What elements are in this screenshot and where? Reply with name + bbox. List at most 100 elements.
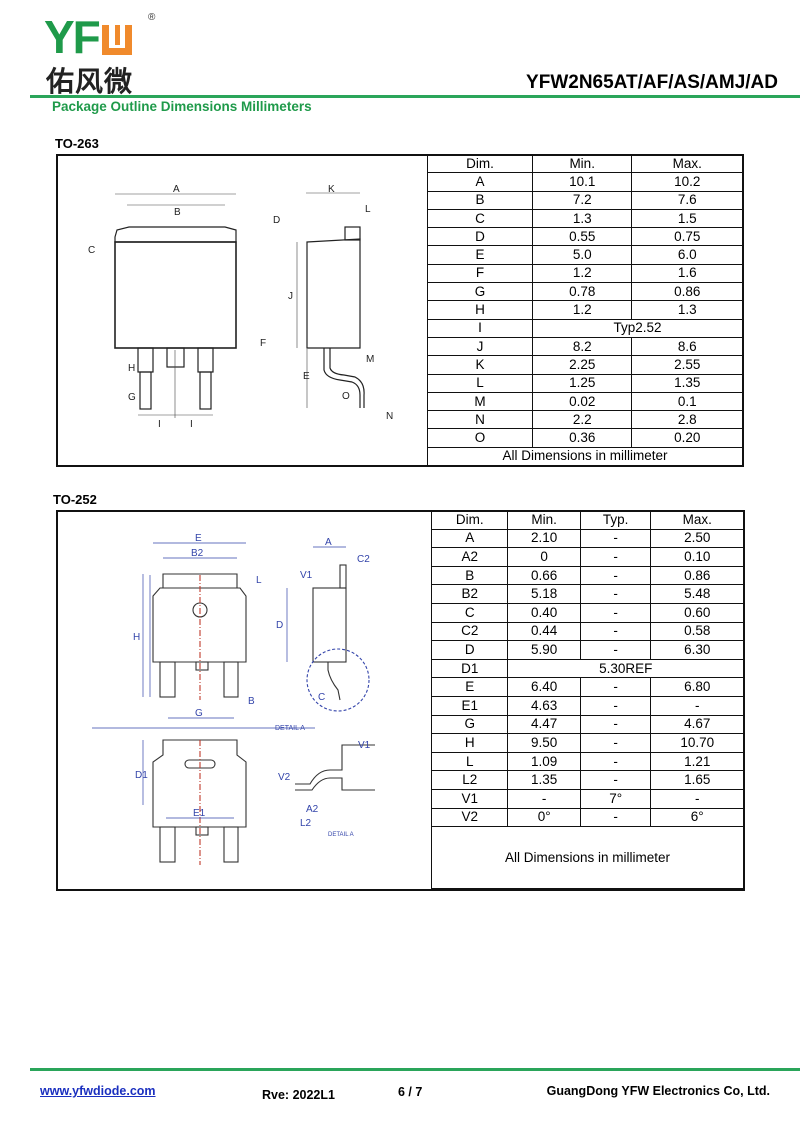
label-E: E: [303, 371, 310, 382]
value-cell: 1.35: [507, 770, 581, 790]
label-detail-a-2: DETAIL A: [328, 832, 354, 838]
value-cell: 6.30: [650, 640, 744, 660]
value-cell: 10.70: [650, 733, 744, 753]
table-footnote-row: All Dimensions in millimeter: [431, 826, 744, 890]
label-N: N: [386, 411, 393, 422]
label-F: F: [260, 338, 266, 349]
value-cell: 0.40: [507, 602, 581, 623]
label-A2: A2: [306, 804, 319, 815]
header-divider: [30, 95, 800, 98]
label-K: K: [328, 184, 335, 195]
column-header: Min.: [507, 510, 581, 530]
label-D: D: [273, 215, 280, 226]
label-L2: L2: [300, 818, 312, 829]
to252-bottom-view: [152, 739, 247, 865]
to263-dimension-labels: A B C D F H G I I K L J E M O N: [88, 184, 393, 430]
company-logo: YF ®: [44, 10, 155, 64]
website-link[interactable]: www.yfwdiode.com: [40, 1084, 156, 1098]
value-cell: 7°: [579, 788, 652, 809]
label-V1-detail: V1: [358, 740, 371, 751]
label-L: L: [256, 575, 262, 586]
company-name: GuangDong YFW Electronics Co, Ltd.: [546, 1084, 770, 1098]
page-subtitle: Package Outline Dimensions Millimeters: [52, 99, 312, 114]
value-cell: 7.6: [631, 190, 743, 210]
label-B2: B2: [191, 548, 204, 559]
label-V1-side: V1: [300, 570, 313, 581]
value-cell: 1.21: [650, 751, 744, 772]
label-O: O: [342, 391, 350, 402]
value-cell: 8.6: [631, 336, 743, 357]
value-cell: 0.58: [650, 621, 744, 642]
footnote: All Dimensions in millimeter: [427, 446, 743, 467]
label-C: C: [318, 692, 325, 703]
label-B: B: [174, 207, 181, 218]
to263-box: [56, 154, 744, 467]
to252-title: TO-252: [53, 492, 97, 507]
dim-cell: V2: [430, 807, 509, 828]
part-number: YFW2N65AT/AF/AS/AMJ/AD: [526, 72, 778, 93]
column-header: Min.: [531, 153, 633, 174]
registered-mark: ®: [148, 12, 156, 23]
label-M: M: [366, 354, 374, 365]
label-E: E: [195, 533, 202, 544]
value-cell: 2.55: [631, 355, 743, 375]
table-footnote-row: All Dimensions in millimeter: [427, 446, 743, 467]
value-cell: 1.35: [631, 373, 743, 393]
to252-detail-a-view: [295, 744, 375, 791]
dim-cell: V1: [430, 788, 509, 809]
value-cell: 1.3: [531, 208, 633, 229]
label-B: B: [248, 696, 255, 707]
to263-side-view: [306, 226, 365, 408]
label-D: D: [276, 620, 283, 631]
value-cell: 5.30REF: [507, 658, 744, 679]
table-row: V1-7°-: [430, 788, 744, 809]
value-cell: 9.50: [507, 733, 581, 753]
label-J: J: [288, 291, 293, 302]
label-detail-a: DETAIL A: [275, 725, 305, 732]
label-G: G: [128, 392, 136, 403]
logo-w-mark: [101, 25, 132, 55]
to263-title: TO-263: [55, 136, 99, 151]
value-cell: 0.75: [631, 227, 743, 247]
value-cell: 5.48: [650, 584, 744, 604]
to252-dimension-lines: [92, 542, 346, 819]
label-D1: D1: [135, 770, 148, 781]
logo-text: YF: [44, 11, 101, 63]
label-H: H: [133, 632, 140, 643]
to252-front-view: [152, 573, 247, 700]
to252-box: [56, 510, 745, 891]
label-L: L: [365, 204, 371, 215]
dim-cell: F: [427, 263, 533, 284]
value-cell: 0.66: [507, 565, 581, 586]
revision: Rve: 2022L1: [262, 1088, 335, 1102]
label-C: C: [88, 245, 95, 256]
label-C2: C2: [357, 554, 370, 565]
value-cell: 1.5: [631, 208, 743, 229]
label-H: H: [128, 363, 135, 374]
value-cell: 6.0: [631, 245, 743, 265]
to263-front-view: [114, 226, 237, 410]
column-header: Dim.: [427, 153, 533, 174]
to252-dimension-labels: E B2 H L G B A C2 D C DETAIL A V1 V1 V2 …: [133, 533, 371, 838]
footer-divider: [30, 1068, 800, 1071]
value-cell: 0.44: [507, 621, 581, 642]
label-A: A: [325, 537, 332, 548]
value-cell: 1.65: [650, 770, 744, 790]
label-A: A: [173, 184, 180, 195]
